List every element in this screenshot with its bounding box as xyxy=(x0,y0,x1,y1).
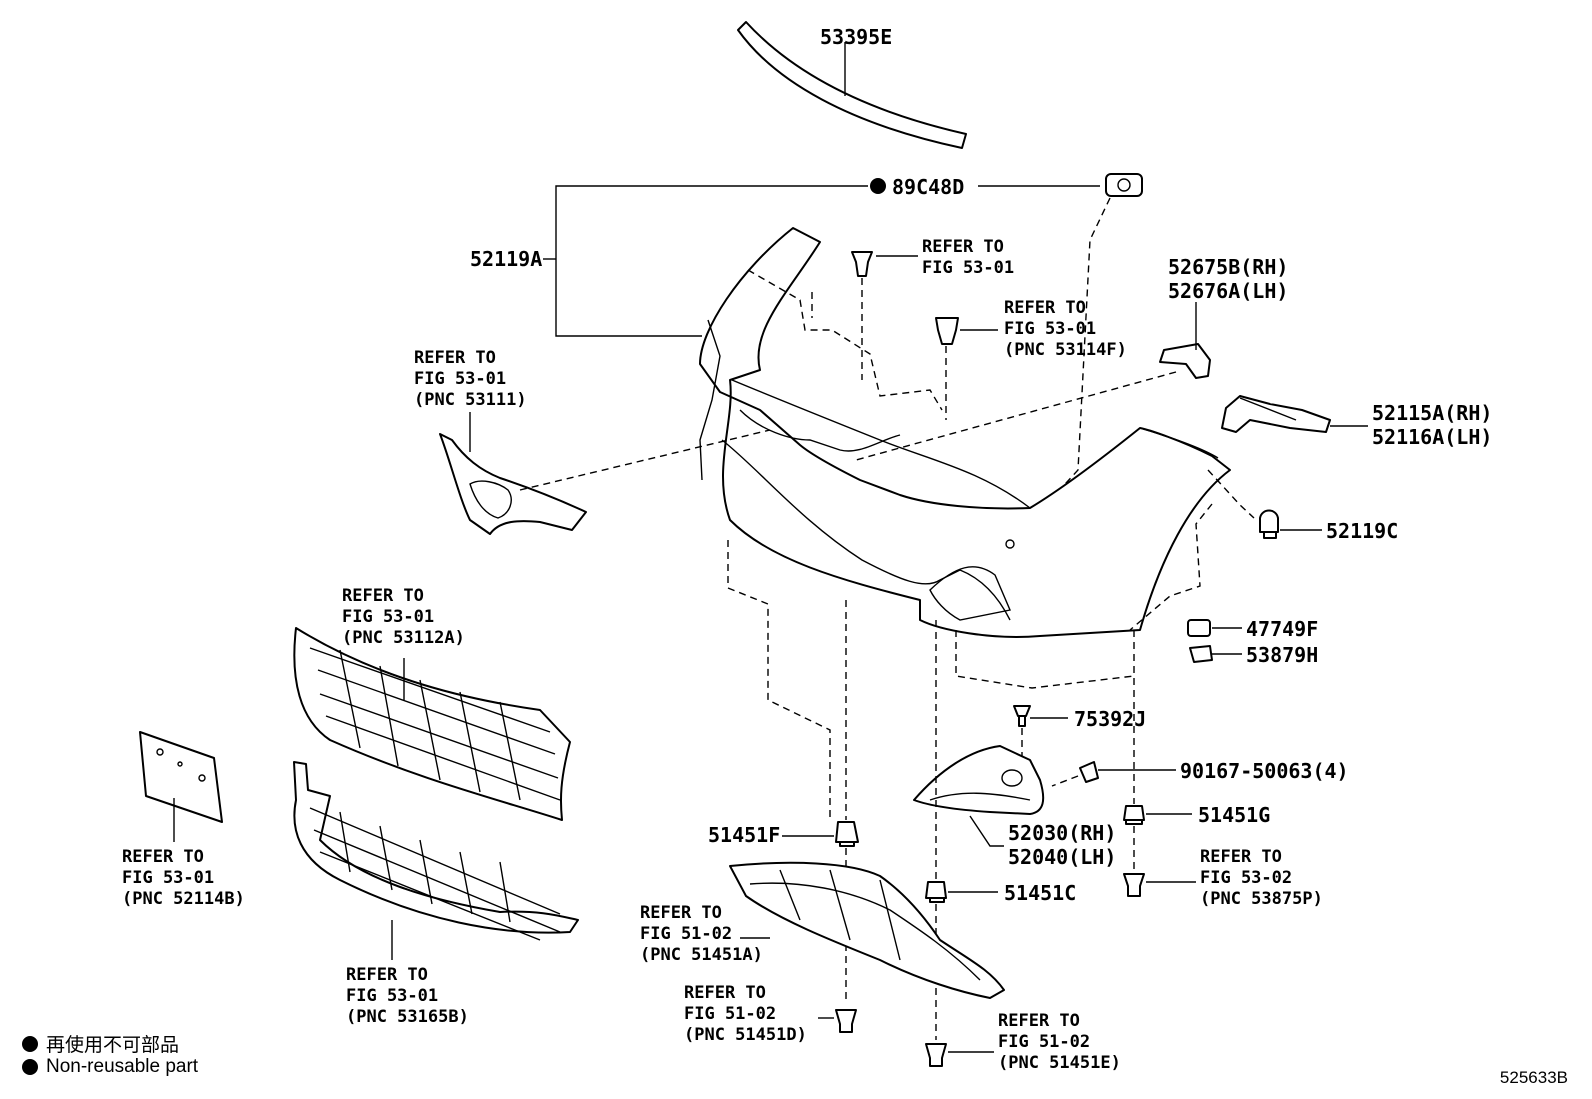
ref-53114F-3: (PNC 53114F) xyxy=(1004,340,1127,360)
ref-51451D-3: (PNC 51451D) xyxy=(684,1025,807,1045)
label-51451C: 51451C xyxy=(1004,881,1076,905)
legend-jp: 再使用不可部品 xyxy=(22,1030,179,1057)
clip-fig-53-01[interactable] xyxy=(851,251,873,277)
clip-51451C[interactable] xyxy=(925,881,947,903)
upper-grille-53112A[interactable] xyxy=(293,627,571,821)
clip-51451G[interactable] xyxy=(1123,805,1145,825)
screw-90167-50063[interactable] xyxy=(1079,761,1099,783)
label-52115A: 52115A(RH) xyxy=(1372,401,1492,425)
label-52116A: 52116A(LH) xyxy=(1372,425,1492,449)
clip-47749F[interactable] xyxy=(1187,619,1211,637)
ref-53165B-3: (PNC 53165B) xyxy=(346,1007,469,1027)
label-75392J: 75392J xyxy=(1074,707,1146,731)
ref-52114B-3: (PNC 52114B) xyxy=(122,889,245,909)
screw-51451E[interactable] xyxy=(925,1043,947,1067)
emblem-surround-53111[interactable] xyxy=(439,433,587,535)
ref-51451A-1: REFER TO xyxy=(640,903,722,923)
clip-53114F[interactable] xyxy=(935,317,959,345)
ref-51451E-3: (PNC 51451E) xyxy=(998,1053,1121,1073)
engine-under-cover-51451A[interactable] xyxy=(729,861,1005,999)
ref-51451E-2: FIG 51-02 xyxy=(998,1032,1090,1052)
ref-51451E-1: REFER TO xyxy=(998,1011,1080,1031)
lower-grille-53165B[interactable] xyxy=(293,761,579,941)
fog-lamp-cover-52030-52040[interactable] xyxy=(913,745,1045,815)
screw-53875P[interactable] xyxy=(1123,873,1145,897)
ref-53112A-3: (PNC 53112A) xyxy=(342,628,465,648)
label-52675B: 52675B(RH) xyxy=(1168,255,1288,279)
nut-53879H[interactable] xyxy=(1189,645,1213,663)
label-52030: 52030(RH) xyxy=(1008,821,1116,845)
legend-dot-icon xyxy=(22,1035,38,1052)
sensor-retainer-89C48D[interactable] xyxy=(1105,173,1143,197)
label-52040: 52040(LH) xyxy=(1008,845,1116,869)
ref-53114F-1: REFER TO xyxy=(1004,298,1086,318)
label-53879H: 53879H xyxy=(1246,643,1318,667)
label-51451G: 51451G xyxy=(1198,803,1270,827)
clip-75392J[interactable] xyxy=(1013,705,1031,727)
label-90167: 90167-50063(4) xyxy=(1180,759,1349,783)
label-89C48D: 89C48D xyxy=(892,175,964,199)
retainer-52115A-52116A[interactable] xyxy=(1221,395,1331,433)
screw-51451D[interactable] xyxy=(835,1009,857,1033)
ref-53111-3: (PNC 53111) xyxy=(414,390,527,410)
label-47749F: 47749F xyxy=(1246,617,1318,641)
clip-51451F[interactable] xyxy=(835,821,859,847)
label-51451F: 51451F xyxy=(708,823,780,847)
ref-53114F-2: FIG 53-01 xyxy=(1004,319,1096,339)
clip-52119C[interactable] xyxy=(1259,509,1279,539)
ref-53112A-1: REFER TO xyxy=(342,586,424,606)
molding-strip-53395E[interactable] xyxy=(737,21,967,149)
legend-dot-icon xyxy=(22,1059,38,1075)
ref-53875P-1: REFER TO xyxy=(1200,847,1282,867)
legend-en-text: Non-reusable part xyxy=(46,1056,199,1077)
ref-53112A-2: FIG 53-01 xyxy=(342,607,434,627)
ref-53875P-2: FIG 53-02 xyxy=(1200,868,1292,888)
diagram-code: 525633B xyxy=(1499,1068,1568,1087)
ref-51451A-3: (PNC 51451A) xyxy=(640,945,763,965)
ref-53111-1: REFER TO xyxy=(414,348,496,368)
ref-52114B-2: FIG 53-01 xyxy=(122,868,214,888)
ref-53165B-2: FIG 53-01 xyxy=(346,986,438,1006)
bumper-cover-52119A[interactable] xyxy=(699,227,1231,638)
ref-51451D-1: REFER TO xyxy=(684,983,766,1003)
plate-bracket-52114B[interactable] xyxy=(139,731,223,823)
ref-52114B-1: REFER TO xyxy=(122,847,204,867)
ref-53111-2: FIG 53-01 xyxy=(414,369,506,389)
bracket-52675B-52676A[interactable] xyxy=(1159,343,1211,379)
ref-51451D-2: FIG 51-02 xyxy=(684,1004,776,1024)
legend-jp-text: 再使用不可部品 xyxy=(46,1035,180,1056)
label-52119C: 52119C xyxy=(1326,519,1398,543)
ref-clip-top-2: FIG 53-01 xyxy=(922,258,1014,278)
ref-53165B-1: REFER TO xyxy=(346,965,428,985)
ref-51451A-2: FIG 51-02 xyxy=(640,924,732,944)
label-53395E: 53395E xyxy=(820,25,892,49)
label-52119A: 52119A xyxy=(470,247,542,271)
ref-53875P-3: (PNC 53875P) xyxy=(1200,889,1323,909)
legend-en: Non-reusable part xyxy=(22,1056,198,1078)
ref-clip-top-1: REFER TO xyxy=(922,237,1004,257)
non-reusable-dot-icon xyxy=(870,178,886,194)
label-52676A: 52676A(LH) xyxy=(1168,279,1288,303)
